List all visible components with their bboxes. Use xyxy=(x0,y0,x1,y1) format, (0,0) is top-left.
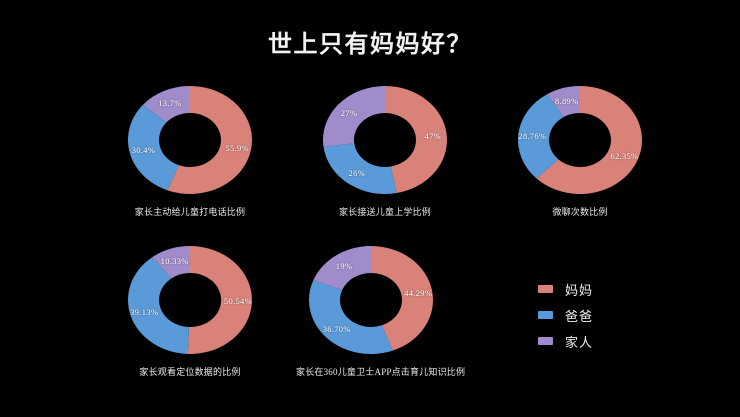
donut-chart-2: 47%26%27% 家长接送儿童上学比例 xyxy=(310,84,460,218)
donut-chart-1: 55.9%30.4%13.7% 家长主动给儿童打电话比例 xyxy=(115,84,265,218)
legend-swatch-dad xyxy=(538,311,553,319)
donut-svg xyxy=(308,246,434,355)
donut-slice-爸爸[interactable] xyxy=(323,143,397,194)
donut-slice-妈妈[interactable] xyxy=(385,86,447,194)
chart-caption: 家长观看定位数据的比例 xyxy=(139,367,241,377)
donut-ring: 55.9%30.4%13.7% xyxy=(126,84,254,196)
donut-slice-爸爸[interactable] xyxy=(308,280,393,355)
donut-svg xyxy=(127,86,253,194)
donut-slice-家人[interactable] xyxy=(323,86,385,147)
chart-caption: 微聊次数比例 xyxy=(552,207,608,217)
donut-svg xyxy=(517,86,642,194)
donut-chart-4: 50.54%39.13%10.33% 家长观看定位数据的比例 xyxy=(115,244,265,378)
legend-swatch-mom xyxy=(538,285,553,293)
donut-ring: 62.35%28.76%8.89% xyxy=(516,84,644,196)
donut-chart-5: 44.29%36.70%19% 家长在360儿童卫士APP点击育儿知识比例 xyxy=(296,244,466,378)
donut-slice-妈妈[interactable] xyxy=(187,246,252,354)
donut-slice-爸爸[interactable] xyxy=(128,256,189,354)
legend-item-label: 妈妈 xyxy=(565,282,594,298)
legend-item-2[interactable]: 爸爸 xyxy=(538,302,688,328)
donut-svg xyxy=(323,86,447,194)
chart-caption: 家长在360儿童卫士APP点击育儿知识比例 xyxy=(296,367,466,377)
legend-swatch-family xyxy=(538,337,553,345)
legend-item-3[interactable]: 家人 xyxy=(538,328,688,354)
donut-chart-3: 62.35%28.76%8.89% 微聊次数比例 xyxy=(505,84,655,218)
donut-slice-妈妈[interactable] xyxy=(371,246,434,351)
chart-caption: 家长接送儿童上学比例 xyxy=(338,207,431,217)
page-title: 世上只有妈妈好？ xyxy=(268,32,472,58)
donut-slice-爸爸[interactable] xyxy=(517,94,564,179)
donut-slice-妈妈[interactable] xyxy=(167,86,253,194)
legend-item-1[interactable]: 妈妈 xyxy=(538,276,688,302)
donut-slice-家人[interactable] xyxy=(152,246,190,279)
donut-slice-妈妈[interactable] xyxy=(536,86,642,194)
donut-ring: 50.54%39.13%10.33% xyxy=(126,244,254,356)
donut-slice-家人[interactable] xyxy=(547,86,580,118)
donut-slice-爸爸[interactable] xyxy=(127,104,179,191)
donut-ring: 47%26%27% xyxy=(321,84,449,196)
donut-slice-家人[interactable] xyxy=(313,246,371,291)
donut-ring: 44.29%36.70%19% xyxy=(307,244,435,356)
legend: 妈妈爸爸家人 xyxy=(538,276,688,354)
donut-svg xyxy=(128,246,252,354)
legend-item-label: 家人 xyxy=(565,334,594,350)
chart-caption: 家长主动给儿童打电话比例 xyxy=(134,207,246,217)
legend-item-label: 爸爸 xyxy=(565,308,594,324)
donut-slice-家人[interactable] xyxy=(142,86,190,123)
